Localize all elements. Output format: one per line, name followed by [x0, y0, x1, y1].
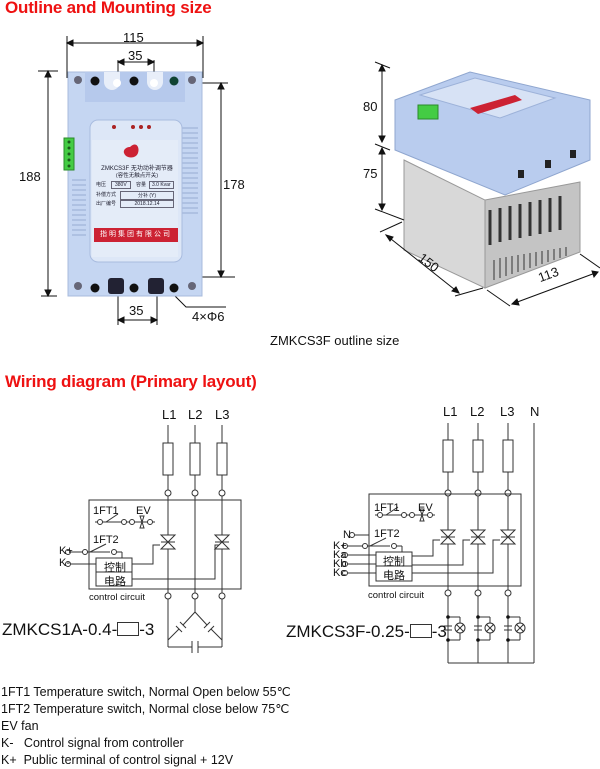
- terminal-kminus-label: K-: [59, 557, 70, 569]
- bottom-hole-spacing-dimension: 35: [129, 303, 144, 318]
- model-suffix: -3: [139, 620, 155, 639]
- legend: 1FT1 Temperature switch, Normal Open bel…: [1, 684, 291, 769]
- phase-label-l2: L2: [470, 404, 485, 419]
- fuse-l3: [216, 442, 228, 476]
- switch-1ft2-label: 1FT2: [93, 534, 119, 546]
- capacitor-lamp-bank-1: [444, 596, 466, 663]
- wiring-diagram-left: [65, 425, 242, 653]
- terminal-kc-label: Kc: [333, 567, 346, 579]
- control-unit-label-2: 电路: [383, 570, 405, 582]
- triac-l2-icon: [469, 529, 487, 538]
- switch-1ft1-label: 1FT1: [374, 502, 400, 514]
- panel-serial-value: 2018.12.14: [120, 200, 174, 208]
- model-placeholder-box: [117, 622, 140, 636]
- model-number-right: ZMKCS3F-0.25- -3: [286, 622, 447, 642]
- triac-l1-icon: [159, 534, 177, 543]
- legend-item-1ft2: 1FT2 Temperature switch, Normal close be…: [1, 702, 290, 716]
- control-unit-label-2: 电路: [104, 576, 126, 588]
- panel-mode-value: 分补 (Y): [120, 191, 174, 200]
- device-front-body: [63, 71, 203, 297]
- terminal-ka-label: Ka: [333, 549, 347, 561]
- fuse-l1: [442, 439, 454, 473]
- terminal-kplus-label: K+: [333, 540, 347, 552]
- control-unit-label-1: 控制: [383, 556, 405, 568]
- outline-caption: ZMKCS3F outline size: [270, 333, 400, 348]
- control-unit-label-1: 控制: [104, 562, 126, 574]
- model-number-left: ZMKCS1A-0.4- -3: [2, 620, 154, 640]
- phase-label-l3: L3: [500, 404, 515, 419]
- fuse-l2: [189, 442, 201, 476]
- terminal-n-label: N: [343, 529, 351, 541]
- fuse-l1: [162, 442, 174, 476]
- front-view-drawing: [38, 36, 235, 325]
- fan-ev-icon: [419, 508, 425, 517]
- capacitor-lamp-bank-3: [504, 596, 526, 663]
- width-dimension: 115: [123, 30, 144, 45]
- legend-item-1ft1: 1FT1 Temperature switch, Normal Open bel…: [1, 685, 291, 699]
- company-band: [94, 228, 178, 242]
- fan-ev-label: EV: [136, 505, 151, 517]
- brand-logo-icon: [123, 144, 139, 158]
- legend-item-kplus: K+ Public terminal of control signal + 1…: [1, 753, 234, 767]
- triac-l3-icon: [213, 534, 231, 543]
- switch-1ft2-label: 1FT2: [374, 528, 400, 540]
- control-circuit-box: [368, 493, 522, 587]
- panel-mode-label: 补偿方式: [96, 192, 117, 198]
- overall-height-dimension: 188: [19, 169, 41, 184]
- control-circuit-caption-right: control circuit: [368, 590, 424, 601]
- mount-height-dimension: 178: [223, 177, 245, 192]
- model-placeholder-box: [409, 624, 432, 638]
- model-prefix: ZMKCS3F-0.25-: [286, 622, 410, 641]
- fuse-l2: [472, 439, 484, 473]
- phase-label-l1: L1: [443, 404, 458, 419]
- legend-item-ev: EV fan: [1, 719, 39, 733]
- phase-label-n: N: [530, 404, 540, 419]
- fan-ev-icon: [139, 515, 145, 524]
- side-terminal-block: [417, 104, 439, 120]
- phase-label-l2: L2: [188, 407, 203, 422]
- triac-l1-icon: [439, 529, 457, 538]
- arrowhead: [196, 39, 205, 47]
- top-hole-spacing-dimension: 35: [128, 48, 143, 63]
- model-prefix: ZMKCS1A-0.4-: [2, 620, 118, 639]
- panel-serial-label: 出厂编号: [96, 201, 117, 207]
- terminal-kb-label: Kb: [333, 558, 347, 570]
- panel-company-name: 指明集团有限公司: [100, 231, 172, 238]
- control-circuit-caption-left: control circuit: [89, 592, 145, 603]
- arrowhead: [65, 39, 74, 47]
- switch-1ft1-label: 1FT1: [93, 505, 119, 517]
- panel-product-sub: (容性无触点开关): [115, 173, 159, 179]
- panel-voltage-label: 电压: [96, 182, 107, 188]
- model-suffix: -3: [431, 622, 447, 641]
- side-top-height-dimension: 80: [363, 99, 378, 114]
- phase-label-l3: L3: [215, 407, 230, 422]
- wiring-diagram-right: [342, 423, 535, 664]
- side-view-drawing: [374, 61, 600, 307]
- panel-product-name: ZMKCS3F 无功动补调节器: [101, 166, 173, 172]
- panel-voltage-value: 380V: [111, 181, 131, 189]
- fan-ev-label: EV: [418, 502, 433, 514]
- panel-capacity-value: 3.0 Kvar: [149, 181, 174, 189]
- triac-l3-icon: [499, 529, 517, 538]
- legend-item-kminus: K- Control signal from controller: [1, 736, 184, 750]
- outline-heading: Outline and Mounting size: [5, 0, 212, 17]
- phase-label-l1: L1: [162, 407, 177, 422]
- capacitor-lamp-bank-2: [474, 596, 496, 663]
- control-circuit-box: [88, 499, 242, 590]
- wiring-heading: Wiring diagram (Primary layout): [5, 372, 257, 391]
- side-bottom-height-dimension: 75: [363, 166, 378, 181]
- terminal-kplus-label: K+: [59, 545, 73, 557]
- panel-capacity-label: 容量: [136, 182, 147, 188]
- fuse-l3: [502, 439, 514, 473]
- hole-spec-dimension: 4×Φ6: [192, 309, 225, 324]
